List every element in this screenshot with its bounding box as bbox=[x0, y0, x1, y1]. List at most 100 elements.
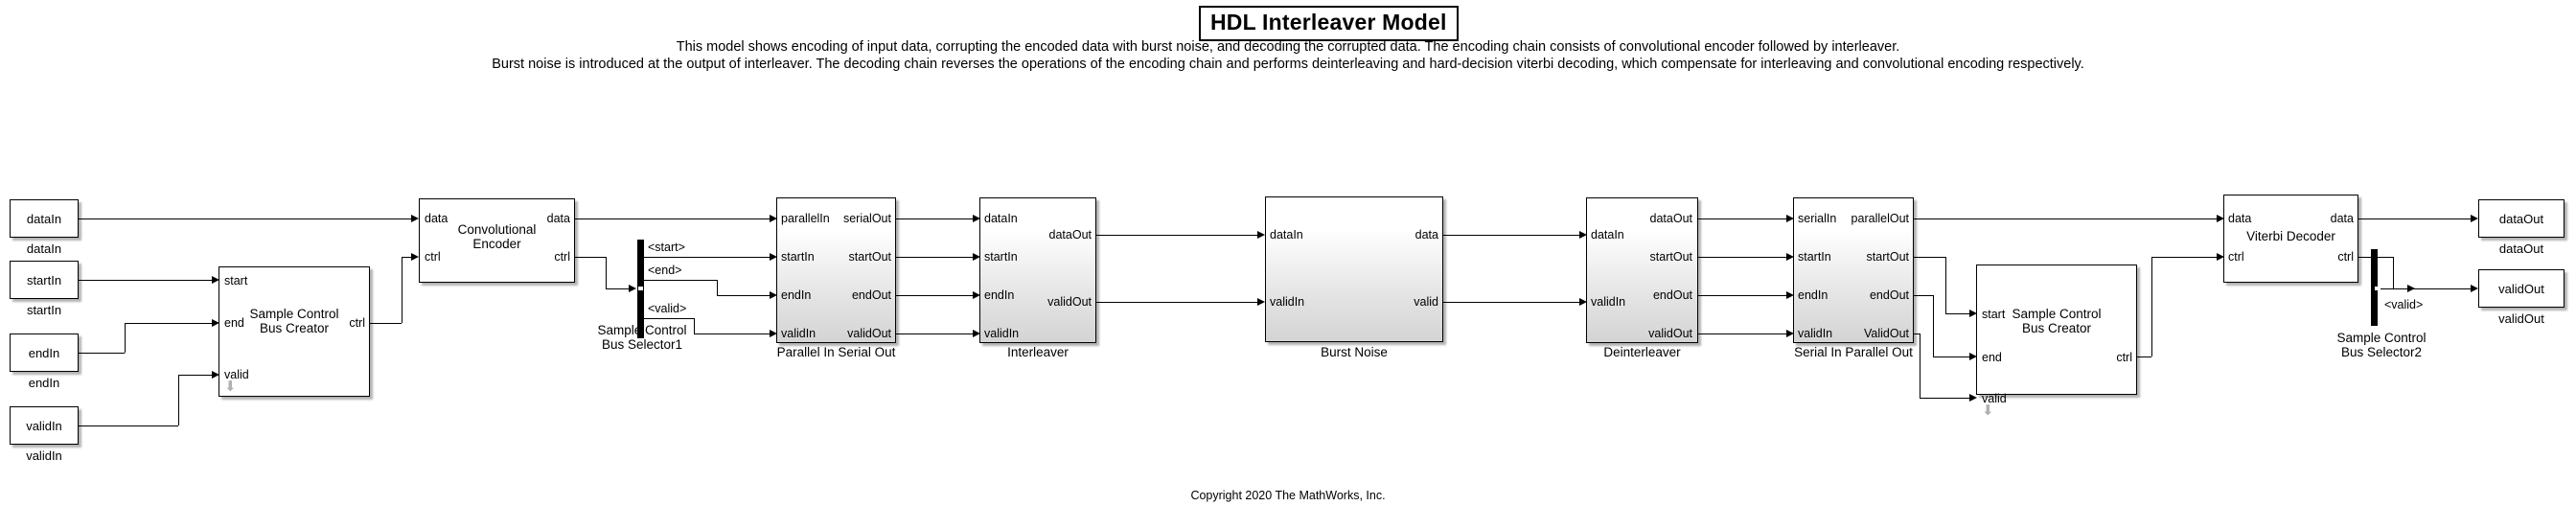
port-buscreator1-end: end bbox=[224, 316, 244, 330]
wire-end-seg1 bbox=[644, 280, 717, 281]
block-interleaver-name: Interleaver bbox=[1007, 345, 1069, 359]
block-sample-control-bus-creator-1[interactable] bbox=[218, 266, 370, 397]
bus-creator-2-expand-icon: ⬇ bbox=[1982, 402, 1994, 419]
arrow-piso-startin bbox=[770, 252, 777, 261]
block-sample-control-bus-selector-2[interactable] bbox=[2371, 249, 2378, 326]
wire-sipo-endout-seg2 bbox=[1933, 295, 1934, 356]
port-interleaver-datain: dataIn bbox=[984, 212, 1018, 225]
outport-dataout[interactable]: dataOut bbox=[2478, 199, 2564, 238]
port-sipo-endout: endOut bbox=[1869, 288, 1909, 302]
port-interleaver-startin: startIn bbox=[984, 250, 1018, 264]
port-deinterleaver-validout: validOut bbox=[1648, 327, 1692, 340]
port-piso-endout: endOut bbox=[851, 288, 891, 302]
signal-label-valid: <valid> bbox=[648, 302, 687, 315]
wire-endin-seg3 bbox=[125, 323, 214, 324]
signal-label-end: <end> bbox=[648, 264, 682, 277]
signal-label-start: <start> bbox=[648, 241, 685, 254]
bus-selector-1-input-notch bbox=[638, 287, 643, 290]
arrow-buscreator2-valid bbox=[1969, 393, 1977, 402]
arrow-dataout-port bbox=[2471, 214, 2478, 222]
block-serial-in-parallel-out[interactable] bbox=[1793, 197, 1914, 343]
port-deinterleaver-datain: dataIn bbox=[1591, 228, 1624, 242]
port-sipo-startin: startIn bbox=[1798, 250, 1831, 264]
port-sipo-validin: validIn bbox=[1798, 327, 1833, 340]
outport-validout[interactable]: validOut bbox=[2478, 269, 2564, 308]
port-deinterleaver-validin: validIn bbox=[1591, 295, 1626, 309]
port-sipo-endin: endIn bbox=[1798, 288, 1828, 302]
block-viterbi-decoder[interactable] bbox=[2223, 195, 2358, 283]
wire-encoder-ctrl-seg3 bbox=[606, 288, 631, 289]
wire-endin-seg1 bbox=[79, 353, 125, 354]
wire-buscreator2-ctrl-seg3 bbox=[2151, 257, 2219, 258]
wire-datain-to-encoder bbox=[79, 218, 413, 219]
port-burstnoise-data-out: data bbox=[1414, 228, 1438, 242]
block-encoder-title-line1: Convolutional bbox=[457, 222, 537, 237]
arrow-interleaver-endin bbox=[973, 290, 980, 299]
arrow-burstnoise-datain bbox=[1257, 230, 1265, 239]
arrow-encoder-ctrl-in bbox=[411, 252, 419, 261]
port-buscreator2-start: start bbox=[1982, 308, 2006, 321]
block-bus-creator-1-title-line1: Sample Control bbox=[249, 307, 339, 321]
port-burstnoise-valid-out: valid bbox=[1414, 295, 1438, 309]
inport-endin-caption: endIn bbox=[28, 376, 60, 390]
port-sipo-serialin: serialIn bbox=[1798, 212, 1837, 225]
arrow-busselector1-in bbox=[629, 284, 636, 292]
wire-encoder-ctrl-seg2 bbox=[606, 257, 607, 288]
block-bus-creator-2-title-line1: Sample Control bbox=[2012, 307, 2102, 321]
wire-piso-serialout bbox=[896, 218, 975, 219]
wire-buscreator1-ctrl-seg3 bbox=[402, 257, 413, 258]
block-sipo-name: Serial In Parallel Out bbox=[1794, 345, 1913, 359]
arrow-piso-endin bbox=[770, 290, 777, 299]
arrow-busselector2-in bbox=[2407, 284, 2415, 292]
port-viterbi-data-out: data bbox=[2330, 212, 2354, 225]
port-interleaver-validin: validIn bbox=[984, 327, 1020, 340]
arrow-buscreator1-start bbox=[212, 275, 219, 284]
port-sipo-validout: ValidOut bbox=[1863, 327, 1909, 340]
port-interleaver-validout: validOut bbox=[1047, 295, 1092, 309]
bus-creator-1-expand-icon: ⬇ bbox=[224, 379, 237, 395]
wire-deint-dataout bbox=[1698, 218, 1788, 219]
wire-buscreator1-ctrl-seg1 bbox=[370, 323, 402, 324]
wire-deint-startout bbox=[1698, 257, 1788, 258]
arrow-buscreator2-start bbox=[1969, 309, 1977, 317]
inport-datain[interactable]: dataIn bbox=[10, 199, 79, 238]
wire-sipo-parallelout-to-viterbi bbox=[1914, 218, 2219, 219]
inport-endin[interactable]: endIn bbox=[10, 334, 79, 372]
outport-validout-caption: validOut bbox=[2498, 311, 2544, 326]
bus-selector-2-name-line1: Sample Control bbox=[2336, 331, 2426, 345]
port-buscreator2-valid: valid bbox=[1982, 392, 2007, 405]
inport-validin[interactable]: validIn bbox=[10, 406, 79, 445]
wire-valid-to-validout bbox=[2380, 288, 2472, 289]
block-encoder-title-line2: Encoder bbox=[472, 237, 521, 251]
block-bus-creator-2-title-line2: Bus Creator bbox=[2021, 321, 2092, 335]
port-interleaver-endin: endIn bbox=[984, 288, 1015, 302]
block-deinterleaver[interactable] bbox=[1586, 197, 1698, 343]
port-piso-startin: startIn bbox=[781, 250, 815, 264]
inport-startin[interactable]: startIn bbox=[10, 261, 79, 299]
wire-start-to-piso bbox=[644, 257, 771, 258]
block-viterbi-title: Viterbi Decoder bbox=[2246, 229, 2335, 243]
signal-label-valid-2: <valid> bbox=[2384, 298, 2424, 311]
block-burst-noise[interactable] bbox=[1265, 196, 1443, 342]
block-interleaver[interactable] bbox=[979, 197, 1096, 343]
wire-deint-endout bbox=[1698, 295, 1788, 296]
page-title: HDL Interleaver Model bbox=[1199, 6, 1459, 41]
arrow-interleaver-datain bbox=[973, 214, 980, 222]
copyright-notice: Copyright 2020 The MathWorks, Inc. bbox=[1190, 489, 1386, 502]
block-sample-control-bus-creator-2[interactable] bbox=[1976, 264, 2137, 395]
block-convolutional-encoder[interactable] bbox=[419, 198, 575, 283]
wire-sipo-startout-seg3 bbox=[1945, 313, 1971, 314]
block-parallel-in-serial-out[interactable] bbox=[776, 197, 896, 343]
port-deinterleaver-startout: startOut bbox=[1649, 250, 1692, 264]
port-buscreator2-end: end bbox=[1982, 351, 2002, 364]
inport-datain-caption: dataIn bbox=[26, 242, 62, 256]
arrow-encoder-data-in bbox=[411, 214, 419, 222]
port-encoder-ctrl-out: ctrl bbox=[554, 250, 570, 264]
port-piso-startout: startOut bbox=[848, 250, 891, 264]
port-piso-parallelin: parallelIn bbox=[781, 212, 830, 225]
bus-selector-1-name-line2: Bus Selector1 bbox=[601, 337, 683, 352]
wire-sipo-endout-seg3 bbox=[1933, 356, 1971, 357]
wire-endin-seg2 bbox=[125, 323, 126, 353]
arrow-sipo-endin bbox=[1786, 290, 1794, 299]
